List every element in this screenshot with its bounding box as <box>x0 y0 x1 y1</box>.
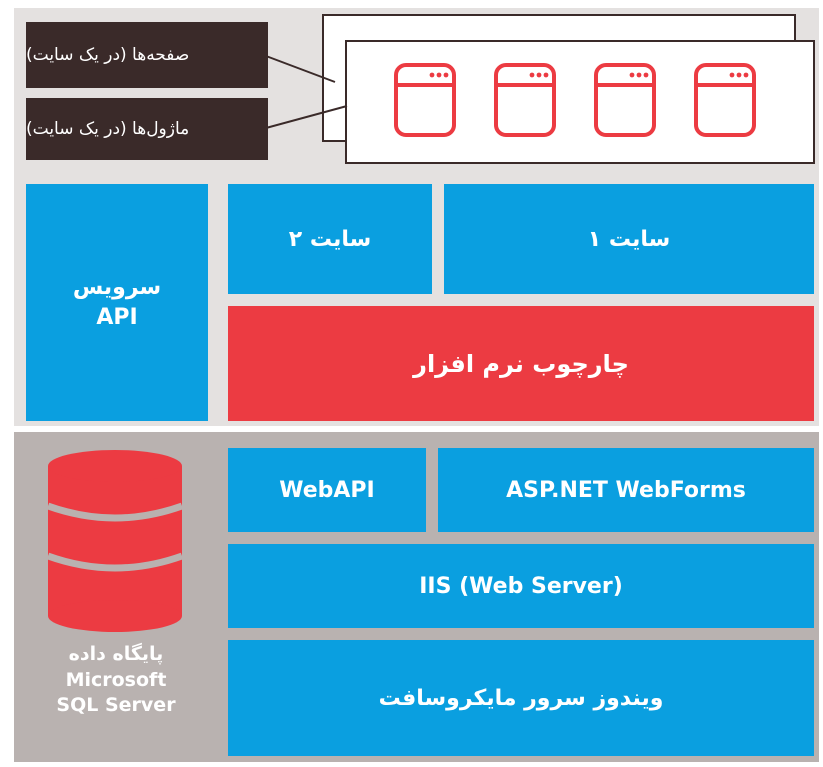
framework-label: چارچوب نرم افزار <box>413 349 629 378</box>
browser-window-icon <box>594 63 656 137</box>
webapi-box: WebAPI <box>228 448 426 532</box>
site2-label: سایت ۲ <box>288 226 372 252</box>
iis-label: IIS (Web Server) <box>419 573 623 599</box>
database-line1: پایگاه داده <box>68 643 164 665</box>
site1-box: سایت ۱ <box>444 184 814 294</box>
browser-window-icon <box>694 63 756 137</box>
pages-label-text: صفحه‌ها (در یک سایت) <box>26 45 190 65</box>
site1-label: سایت ۱ <box>587 226 671 252</box>
browser-window-icon <box>394 63 456 137</box>
pages-label: صفحه‌ها (در یک سایت) <box>26 22 268 88</box>
aspnet-label: ASP.NET WebForms <box>506 477 746 503</box>
framework-box: چارچوب نرم افزار <box>228 306 814 421</box>
api-service-line2: API <box>96 304 138 330</box>
windows-server-box: ویندوز سرور مایکروسافت <box>228 640 814 756</box>
site2-box: سایت ۲ <box>228 184 432 294</box>
database-icon <box>40 448 190 638</box>
database-line3: SQL Server <box>56 694 176 717</box>
browser-window-icon <box>494 63 556 137</box>
database-line2: Microsoft <box>65 668 167 691</box>
api-service-line1: سرویس <box>72 274 162 300</box>
api-service-box: سرویس API <box>26 184 208 421</box>
webapi-label: WebAPI <box>279 477 375 503</box>
aspnet-box: ASP.NET WebForms <box>438 448 814 532</box>
database-caption: پایگاه داده Microsoft SQL Server <box>26 642 206 760</box>
modules-label-text: ماژول‌ها (در یک سایت) <box>26 119 190 139</box>
windows-server-label: ویندوز سرور مایکروسافت <box>378 685 664 711</box>
iis-box: IIS (Web Server) <box>228 544 814 628</box>
modules-label: ماژول‌ها (در یک سایت) <box>26 98 268 160</box>
page-sheet-front <box>345 40 815 164</box>
module-icons-row <box>390 62 770 142</box>
